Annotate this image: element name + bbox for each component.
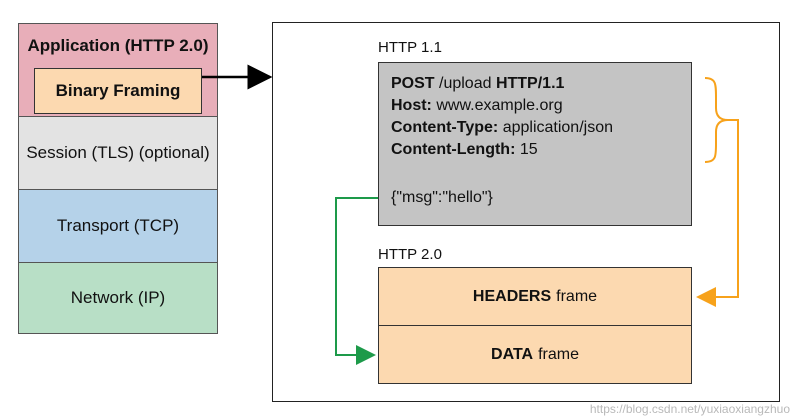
data-arrow [335,197,378,365]
network-layer: Network (IP) [18,262,218,334]
request-version: HTTP/1.1 [495,75,565,92]
watermark: https://blog.csdn.net/yuxiaoxiangzhuo [589,402,790,416]
request-method: POST [391,75,435,92]
transport-layer-label: Transport (TCP) [56,216,180,235]
http11-label: HTTP 1.1 [378,39,442,56]
data-frame-strong: DATA [491,345,534,363]
content-length-key: Content-Length: [391,141,516,158]
session-layer: Session (TLS) (optional) [18,116,218,190]
headers-arrow [696,119,739,307]
content-type-header: Content-Type: application/json [391,117,679,139]
headers-frame-rest: frame [556,287,598,305]
request-line: POST /upload HTTP/1.1 [391,73,679,95]
http11-request-box: POST /upload HTTP/1.1 Host: www.example.… [378,62,692,226]
content-length-header: Content-Length: 15 [391,139,679,161]
network-layer-label: Network (IP) [70,288,166,307]
host-key: Host: [391,97,432,114]
application-layer-label: Application (HTTP 2.0) [27,36,209,55]
session-layer-label: Session (TLS) (optional) [26,143,210,162]
host-header: Host: www.example.org [391,95,679,117]
data-frame-rest: frame [538,345,579,363]
binary-framing-label: Binary Framing [55,81,181,100]
http2-label: HTTP 2.0 [378,246,442,263]
content-type-key: Content-Type: [391,119,499,136]
request-path: /upload [434,75,496,92]
headers-brace [704,77,729,163]
binary-framing-box: Binary Framing [34,68,202,114]
request-body: {"msg":"hello"} [391,189,493,206]
host-value: www.example.org [431,97,563,114]
content-type-value: application/json [498,119,613,136]
content-length-value: 15 [515,141,538,158]
headers-frame-strong: HEADERS [472,287,552,305]
